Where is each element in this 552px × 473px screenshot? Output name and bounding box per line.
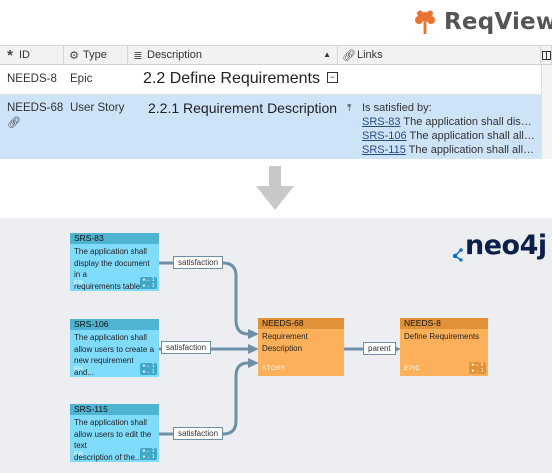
node-text-line: The application shall — [74, 247, 147, 256]
column-header-links[interactable]: 🔗︎ Links — [338, 45, 541, 65]
reqview-brand: ReqView — [414, 7, 552, 37]
graph-node-srs-115[interactable]: SRS-115 The application shall allow user… — [70, 404, 159, 462]
node-title: SRS-106 — [70, 319, 159, 330]
neo4j-logo: neo4j — [452, 228, 547, 262]
column-header-id[interactable]: * ID — [0, 45, 64, 65]
table-row[interactable]: NEEDS-8 Epic 2.2 Define Requirements − — [0, 65, 541, 95]
relation-label-satisfaction: satisfaction — [173, 427, 224, 440]
vertical-scrollbar[interactable] — [541, 65, 552, 159]
node-title: NEEDS-68 — [258, 318, 344, 329]
neo4j-logo-text: neo4j — [465, 229, 547, 261]
row-type: Epic — [70, 73, 93, 85]
link-item[interactable]: SRS-115 The application shall allow u... — [362, 144, 537, 156]
node-relationship-counts: ●↔ 1●→ 1 — [140, 448, 157, 460]
edge-satisfaction — [157, 361, 250, 436]
node-label: FR — [74, 450, 84, 458]
node-title: SRS-83 — [70, 233, 159, 244]
graph-node-srs-106[interactable]: SRS-106 The application shall allow user… — [70, 319, 159, 377]
node-text-line: requirements table... — [74, 281, 147, 291]
row-description-heading: 2.2 Define Requirements — [143, 70, 320, 87]
sort-ascending-icon[interactable]: ▲ — [323, 50, 331, 59]
node-label: FR — [74, 365, 84, 373]
link-icon: 🔗︎ — [7, 117, 21, 129]
links-heading: Is satisfied by: — [362, 102, 432, 114]
neo4j-graph-icon — [452, 248, 463, 262]
graph-node-needs-8[interactable]: NEEDS-8 Define Requirements EPIC ●↔ 6●→ … — [400, 318, 488, 376]
relation-label-parent: parent — [363, 342, 396, 355]
column-header-type[interactable]: ⚙ Type — [64, 45, 128, 65]
gear-icon: ⚙ — [69, 49, 79, 62]
link-item[interactable]: SRS-83 The application shall display t..… — [362, 116, 537, 128]
down-arrow-icon — [256, 166, 294, 210]
node-text-line: Requirement — [262, 332, 308, 341]
node-relationship-counts: ●↔ 1●→ 1 — [140, 277, 157, 289]
link-icon: 🔗︎ — [342, 49, 356, 62]
neo4j-graph-panel: satisfaction satisfaction satisfaction p… — [0, 218, 552, 473]
relation-label-satisfaction: satisfaction — [161, 341, 212, 354]
link-item[interactable]: SRS-106 The application shall allow u... — [362, 130, 537, 142]
node-relationship-counts: ●↔ 1●→ 1 — [140, 363, 157, 375]
reqview-brand-name: ReqView — [444, 9, 552, 35]
row-description-heading: 2.2.1 Requirement Description — [148, 100, 338, 116]
node-label: STORY — [262, 364, 286, 372]
requirements-table: * ID ⚙ Type ≣ Description ▲ 🔗︎ Links NEE… — [0, 45, 552, 159]
arrowhead — [248, 329, 259, 339]
row-id: NEEDS-68 — [7, 102, 64, 114]
collapse-toggle[interactable]: − — [327, 72, 338, 83]
row-id: NEEDS-8 — [7, 73, 57, 85]
node-text-line: Define Requirements — [404, 332, 480, 341]
node-label: EPIC — [404, 364, 421, 372]
arrowhead — [248, 358, 259, 368]
edge-satisfaction — [157, 261, 250, 336]
node-text-line: new requirement and... — [74, 356, 134, 377]
node-text-line: allow users to edit the text — [74, 429, 152, 451]
columns-icon — [542, 50, 551, 60]
node-text-line: Description — [262, 343, 303, 353]
asterisk-icon: * — [7, 46, 13, 64]
graph-node-srs-83[interactable]: SRS-83 The application shall display the… — [70, 233, 159, 291]
reqview-logo-icon — [415, 10, 435, 34]
node-text-line: The application shall — [74, 333, 147, 342]
node-relationship-counts: ●↔ 6●→ 1 — [469, 362, 486, 374]
node-text-line: The application shall — [74, 418, 147, 427]
node-text-line: display the document in a — [74, 258, 150, 280]
column-header-description[interactable]: ≣ Description ▲ — [128, 45, 338, 65]
arrowhead — [248, 344, 259, 354]
column-chooser-button[interactable] — [541, 45, 552, 65]
node-text-line: description of the... — [74, 452, 142, 462]
node-text-line: allow users to create a — [74, 344, 155, 354]
relation-label-satisfaction: satisfaction — [173, 256, 224, 269]
graph-node-needs-68[interactable]: NEEDS-68 Requirement Description STORY — [258, 318, 344, 376]
node-title: SRS-115 — [70, 404, 159, 415]
table-row-selected[interactable]: NEEDS-68 🔗︎ User Story 2.2.1 Requirement… — [0, 95, 541, 159]
row-type: User Story — [70, 102, 125, 114]
link-direction-icon: ⤒ — [347, 103, 352, 114]
node-label: FR — [74, 279, 84, 287]
text-lines-icon: ≣ — [133, 49, 143, 62]
node-title: NEEDS-8 — [400, 318, 488, 329]
